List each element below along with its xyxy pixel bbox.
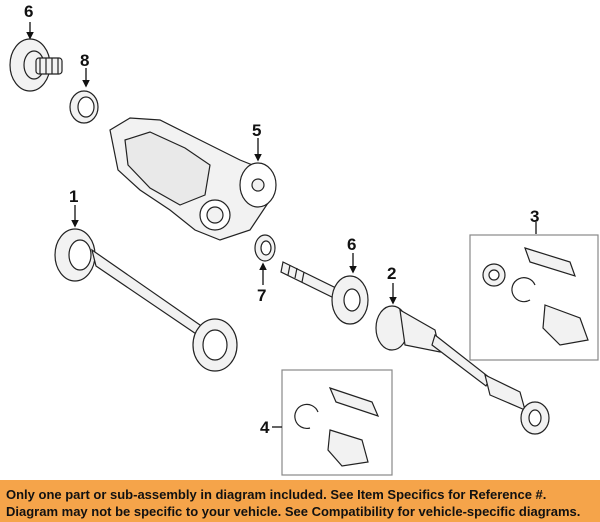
- callout-1: 1: [69, 187, 79, 206]
- callout-6-top: 6: [24, 2, 34, 21]
- callout-6-middle: 6: [347, 235, 357, 254]
- ring-part-7[interactable]: [254, 234, 276, 262]
- disclaimer-line-1: Only one part or sub-assembly in diagram…: [6, 487, 547, 502]
- flange-part-6-top[interactable]: [9, 38, 63, 92]
- callout-2: 2: [387, 264, 397, 283]
- drive-shaft-part-1[interactable]: [54, 228, 238, 372]
- callout-7: 7: [257, 286, 267, 305]
- boot-kit-part-3[interactable]: [469, 234, 599, 361]
- callout-4: 4: [260, 418, 270, 437]
- axle-shaft-part-6[interactable]: [280, 261, 369, 325]
- disclaimer-banner: Only one part or sub-assembly in diagram…: [0, 480, 600, 522]
- callout-5: 5: [252, 121, 262, 140]
- parts-diagram: [9, 22, 599, 476]
- callout-3: 3: [530, 207, 540, 226]
- seal-part-8[interactable]: [69, 90, 99, 124]
- cv-axle-part-2[interactable]: [375, 305, 550, 435]
- differential-housing-part-5[interactable]: [109, 117, 277, 241]
- disclaimer-line-2: Diagram may not be specific to your vehi…: [6, 504, 581, 519]
- callout-leaders: [26, 22, 537, 428]
- boot-kit-part-4[interactable]: [281, 369, 393, 476]
- callout-8: 8: [80, 51, 90, 70]
